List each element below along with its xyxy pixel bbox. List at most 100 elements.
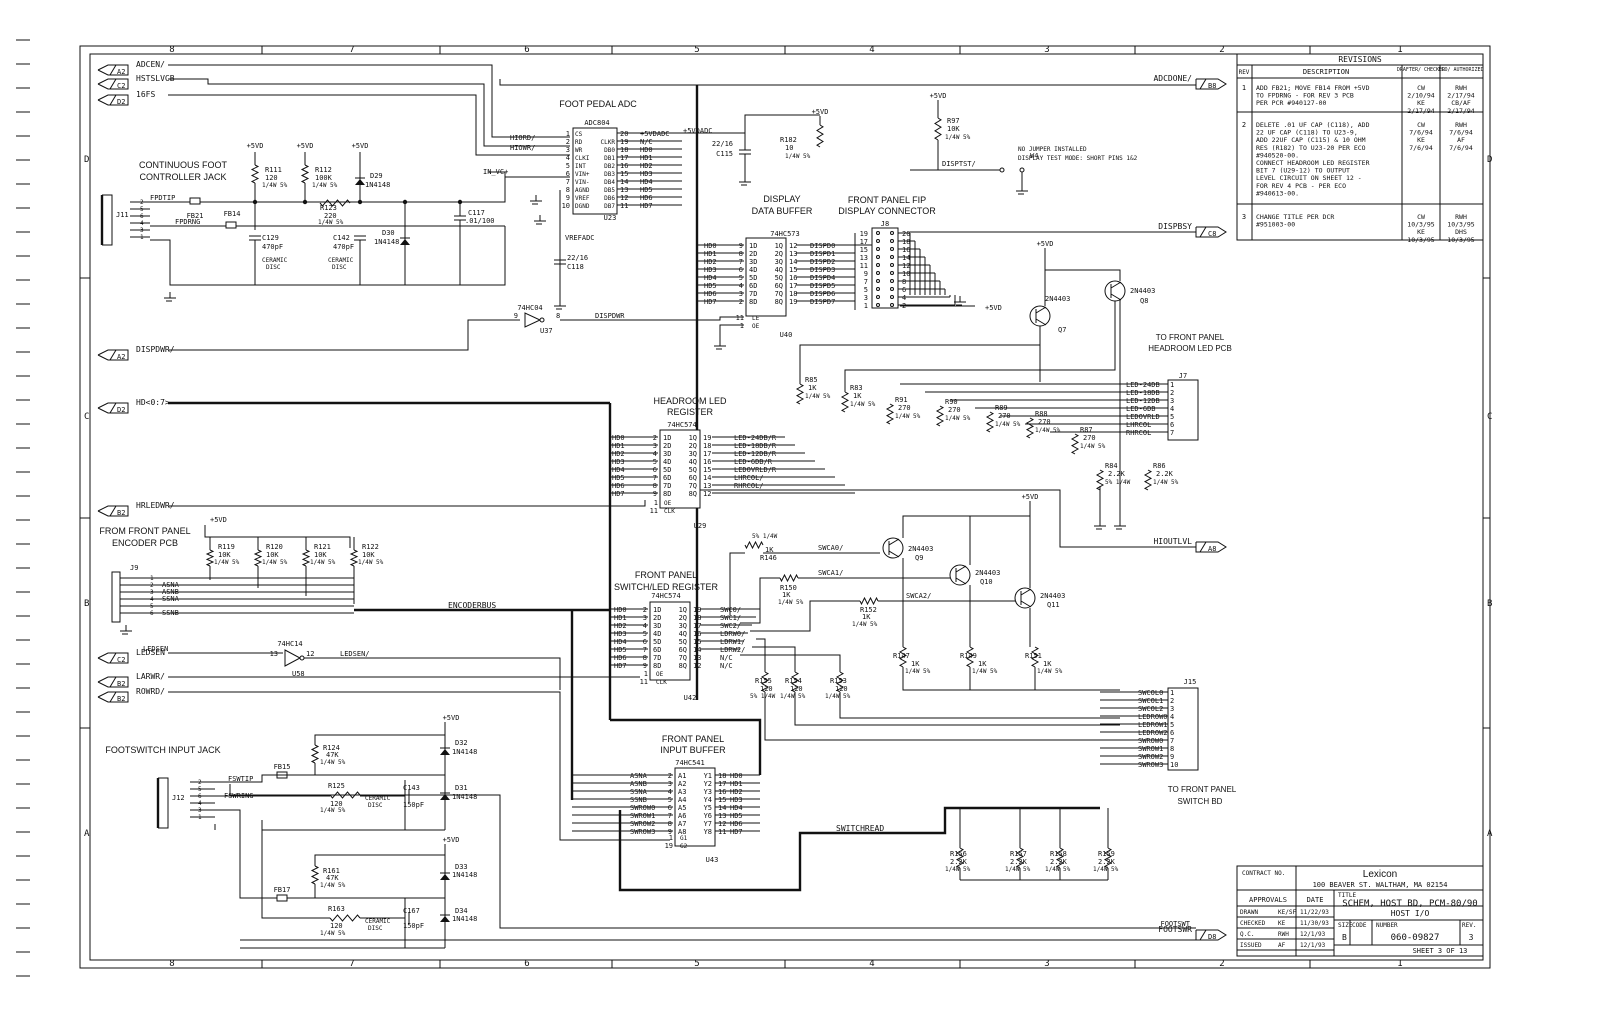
signal-label: RHRCOL [1126, 429, 1151, 437]
res-ref: R87 [1080, 426, 1093, 434]
jumper-note: DISPLAY TEST MODE: SHORT PINS 1&2 [1018, 155, 1138, 162]
signal-label: SWROW2 [1138, 753, 1163, 761]
pin-name: 6Q [679, 646, 687, 654]
pin-number: 15 [693, 638, 701, 646]
connector-pin [876, 255, 880, 259]
res-ref: R83 [850, 384, 863, 392]
pin-number: 11 [640, 678, 648, 686]
pin-name: RD [575, 139, 583, 146]
block-title: DISPLAY [763, 194, 800, 204]
pin-number: 5 [1170, 413, 1174, 421]
resistor-symbol [1025, 417, 1035, 439]
column-marker: 1 [1397, 959, 1402, 969]
wire-adcdone [499, 79, 1196, 86]
signal-label: SWC1/ [720, 614, 741, 622]
pin-name: Y2 [704, 780, 712, 788]
res-rating: 1/4W 5% [895, 413, 921, 420]
res-ref: R123 [320, 204, 337, 212]
signal-label: LDRW1/ [720, 638, 745, 646]
transistor-lead [1020, 588, 1032, 596]
res-rating: 1/4W 5% [972, 668, 998, 675]
pin-number: 4 [653, 450, 657, 458]
pin-number: 16 [718, 788, 726, 796]
power-label: +5VD [297, 142, 314, 150]
rev-checker: 10/3/95 [1407, 221, 1434, 229]
pin-name: DGND [575, 203, 590, 210]
rev-auth: RWH [1455, 84, 1467, 92]
part-number: 2N4403 [908, 545, 933, 553]
signal-label: SSNB [630, 796, 647, 804]
signal-label: HD0 [704, 242, 717, 250]
wire-rowrd [168, 691, 670, 841]
cap-ref: C117 [468, 209, 485, 217]
row-marker: C [84, 412, 89, 422]
pin-name: A3 [678, 788, 686, 796]
signal-label: HD5 [614, 646, 627, 654]
header-cell: REV [1239, 69, 1250, 76]
pin-name: 3Q [775, 258, 783, 266]
rev-checker: KE [1417, 228, 1425, 236]
pin-name: LE [752, 315, 760, 322]
signal-label: SWROW0 [1138, 737, 1163, 745]
cap-ref: C167 [403, 907, 420, 915]
cap-kind: CERAMIC [365, 795, 391, 802]
diode-value: 1N4148 [365, 181, 390, 189]
res-rating: 1/4W 5% [320, 882, 346, 889]
pin-number: 2 [643, 606, 647, 614]
connector-pin [890, 263, 894, 267]
res-rating: 1/4W 5% [262, 559, 288, 566]
res-ref: R155 [755, 677, 772, 685]
res-ref: R86 [1153, 462, 1166, 470]
offsheet-mark [109, 676, 117, 688]
rev-checker: CW [1417, 121, 1425, 129]
transistor-lead [1035, 318, 1047, 326]
bus-hd-out [697, 718, 762, 775]
res-ref: R163 [328, 905, 345, 913]
res-ref: R119 [218, 543, 235, 551]
pin-number: 12 [902, 262, 910, 270]
pin-number: 16 [789, 274, 797, 282]
transistor-q10 [949, 564, 971, 586]
cap-value: 150pF [403, 801, 424, 809]
diode-value: 1N4148 [452, 915, 477, 923]
drawing-subtitle: HOST I/O [1391, 909, 1430, 918]
transistor-ref: Q7 [1058, 326, 1066, 334]
offsheet-signal: LARWR/ [136, 672, 165, 681]
pin-name: 2Q [689, 442, 697, 450]
part-number: 74HC541 [675, 759, 705, 767]
signal-label: DISPD1 [810, 250, 835, 258]
res-ref: R156 [950, 850, 967, 858]
cap-kind: CERAMIC [365, 918, 391, 925]
rev-desc: DELETE .01 UF CAP (C118), ADD [1256, 121, 1370, 129]
res-value: 120 [760, 685, 773, 693]
wire-fpdtip [150, 172, 506, 203]
pin-number: 6 [643, 638, 647, 646]
connector-j9 [111, 571, 121, 623]
transistor-lead [1020, 600, 1032, 608]
rev-cell: 3 [1242, 213, 1246, 221]
resistor-symbol [1015, 847, 1025, 869]
pin-signal: +5VDADC [640, 130, 670, 138]
pin-number: 12 [789, 242, 797, 250]
signal-label: HD4 [704, 274, 717, 282]
column-marker: 5 [694, 45, 699, 55]
pin-name: 4Q [689, 458, 697, 466]
pin-number: 3 [566, 146, 570, 154]
signal-label: HD4 [730, 804, 743, 812]
res-ref: R154 [785, 677, 802, 685]
column-marker: 2 [1219, 959, 1224, 969]
signal-label: LEDROW1 [1138, 721, 1168, 729]
signal-label: LED-6DB [1126, 405, 1156, 413]
pin-number: 13 [620, 186, 628, 194]
rev-desc: CHANGE TITLE PER DCR [1256, 213, 1334, 221]
connector-ref: J9 [130, 564, 138, 572]
pin-name: Y4 [704, 796, 712, 804]
signal-label: LDRW2/ [720, 646, 745, 654]
pin-name: 3D [663, 450, 671, 458]
pin-number: 6 [902, 286, 906, 294]
res-value: 1K [862, 613, 871, 621]
power-label: +5VD [930, 92, 947, 100]
transistor-ref: Q8 [1140, 297, 1148, 305]
diode-ref: D33 [455, 863, 468, 871]
resistor-symbol [779, 573, 799, 583]
